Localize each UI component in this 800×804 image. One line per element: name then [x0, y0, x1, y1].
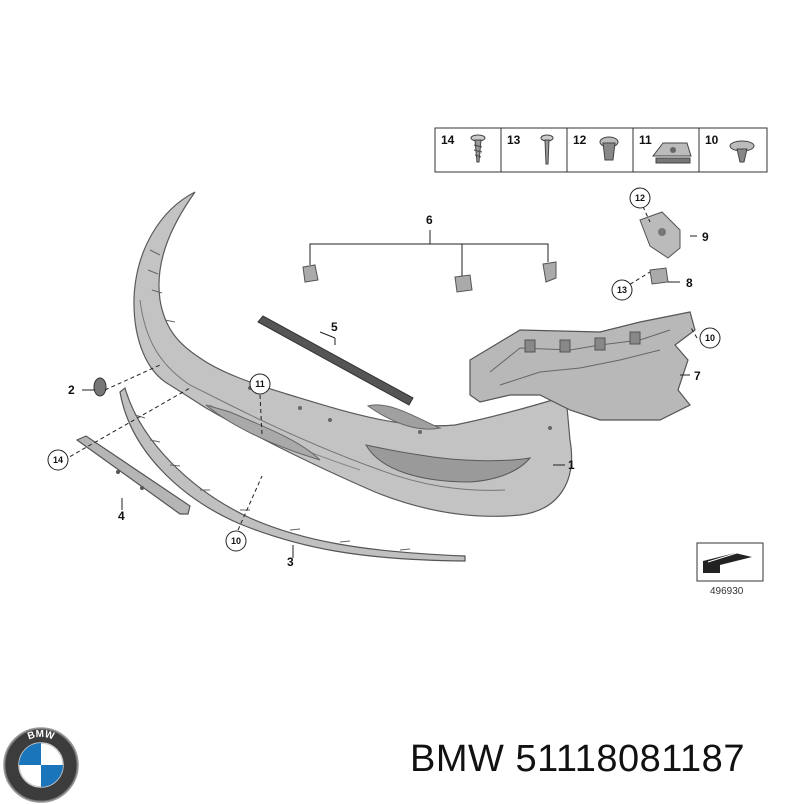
fastener-legend: 14 13 12 11 10: [434, 127, 768, 173]
carrier-bracket: [469, 311, 696, 421]
legend-label-13: 13: [507, 133, 521, 147]
brackets-6: [302, 261, 557, 293]
reinforcement-strip: [75, 435, 191, 515]
callout-11: 11: [255, 379, 265, 389]
callout-6: 6: [426, 213, 433, 227]
bmw-logo: BMW: [3, 727, 79, 803]
callout-1: 1: [568, 458, 575, 472]
bumper-shell: [133, 191, 573, 517]
logo-lettering: BMW: [26, 729, 56, 743]
circled-callout-10-bracket: 10: [699, 327, 721, 349]
callout-3: 3: [287, 555, 294, 569]
circled-callout-10-lower: 10: [225, 530, 247, 552]
legend-label-12: 12: [573, 133, 587, 147]
legend-label-10: 10: [705, 133, 719, 147]
callout-13: 13: [617, 285, 627, 295]
callout-10-lower: 10: [231, 536, 241, 546]
callout-2: 2: [68, 383, 75, 397]
dashed-leaders: [63, 199, 698, 531]
bolt-12-icon: [599, 136, 619, 161]
circled-callout-12: 12: [629, 187, 651, 209]
screw-13-icon: [540, 134, 554, 165]
leader-lines: [82, 230, 697, 558]
brand-name: BMW: [410, 738, 505, 780]
callout-7: 7: [694, 369, 701, 383]
legend-label-11: 11: [639, 133, 652, 147]
callout-9: 9: [702, 230, 709, 244]
circled-callout-11: 11: [249, 373, 271, 395]
part-number: 51118081187: [515, 738, 745, 780]
clip-8: [649, 267, 669, 285]
bracket-9: [639, 211, 681, 259]
callout-12: 12: [635, 193, 645, 203]
clip-nut-11-icon: [651, 142, 692, 164]
grommet-2: [93, 377, 107, 397]
callout-5: 5: [331, 320, 338, 334]
circled-callout-13: 13: [611, 279, 633, 301]
callout-8: 8: [686, 276, 693, 290]
legend-label-14: 14: [441, 133, 455, 147]
circled-callout-14: 14: [47, 449, 69, 471]
callout-14: 14: [53, 455, 63, 465]
trim-strip: [257, 315, 414, 406]
callout-10-bracket: 10: [705, 333, 715, 343]
callout-4: 4: [118, 509, 125, 523]
orientation-symbol: 496930: [696, 542, 764, 597]
screw-14-icon: [470, 134, 486, 163]
rivet-10-icon: [729, 140, 755, 163]
diagram-number: 496930: [710, 586, 744, 597]
part-caption: BMW 51118081187: [410, 738, 745, 781]
